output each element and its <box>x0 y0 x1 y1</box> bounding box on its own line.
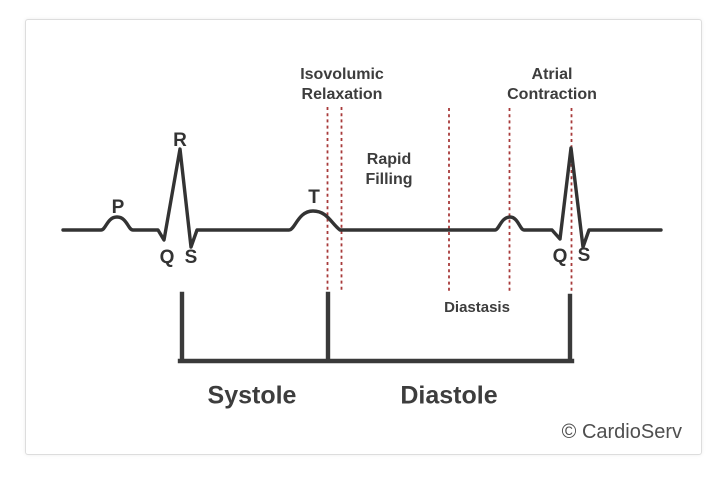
q-wave-label-first: Q <box>159 247 175 268</box>
atrial-contraction-line1: Atrial <box>531 66 573 83</box>
systole-label: Systole <box>207 381 297 410</box>
p-wave-label: P <box>111 197 125 218</box>
atrial-contraction-line2: Contraction <box>507 86 597 103</box>
isovolumic-relaxation-label: Isovolumic Relaxation <box>300 65 384 105</box>
atrial-contraction-label: Atrial Contraction <box>507 65 597 105</box>
diastole-label: Diastole <box>400 381 498 410</box>
r-wave-label: R <box>173 130 187 151</box>
diastasis-label: Diastasis <box>444 299 510 316</box>
isovolumic-relaxation-line2: Relaxation <box>301 86 383 103</box>
s-wave-label-second: S <box>577 245 591 266</box>
copyright-text: © CardioServ <box>561 421 682 443</box>
diagram-card <box>25 19 702 455</box>
rapid-filling-label: Rapid Filling <box>365 150 412 190</box>
phase-bracket <box>177 291 575 364</box>
ecg-waveform-trace <box>61 146 663 249</box>
rapid-filling-line1: Rapid <box>366 151 412 168</box>
q-wave-label-second: Q <box>552 246 568 267</box>
rapid-filling-line2: Filling <box>365 171 413 188</box>
isovolumic-relaxation-line1: Isovolumic <box>300 66 384 83</box>
t-wave-label: T <box>308 187 320 208</box>
s-wave-label-first: S <box>184 247 198 268</box>
